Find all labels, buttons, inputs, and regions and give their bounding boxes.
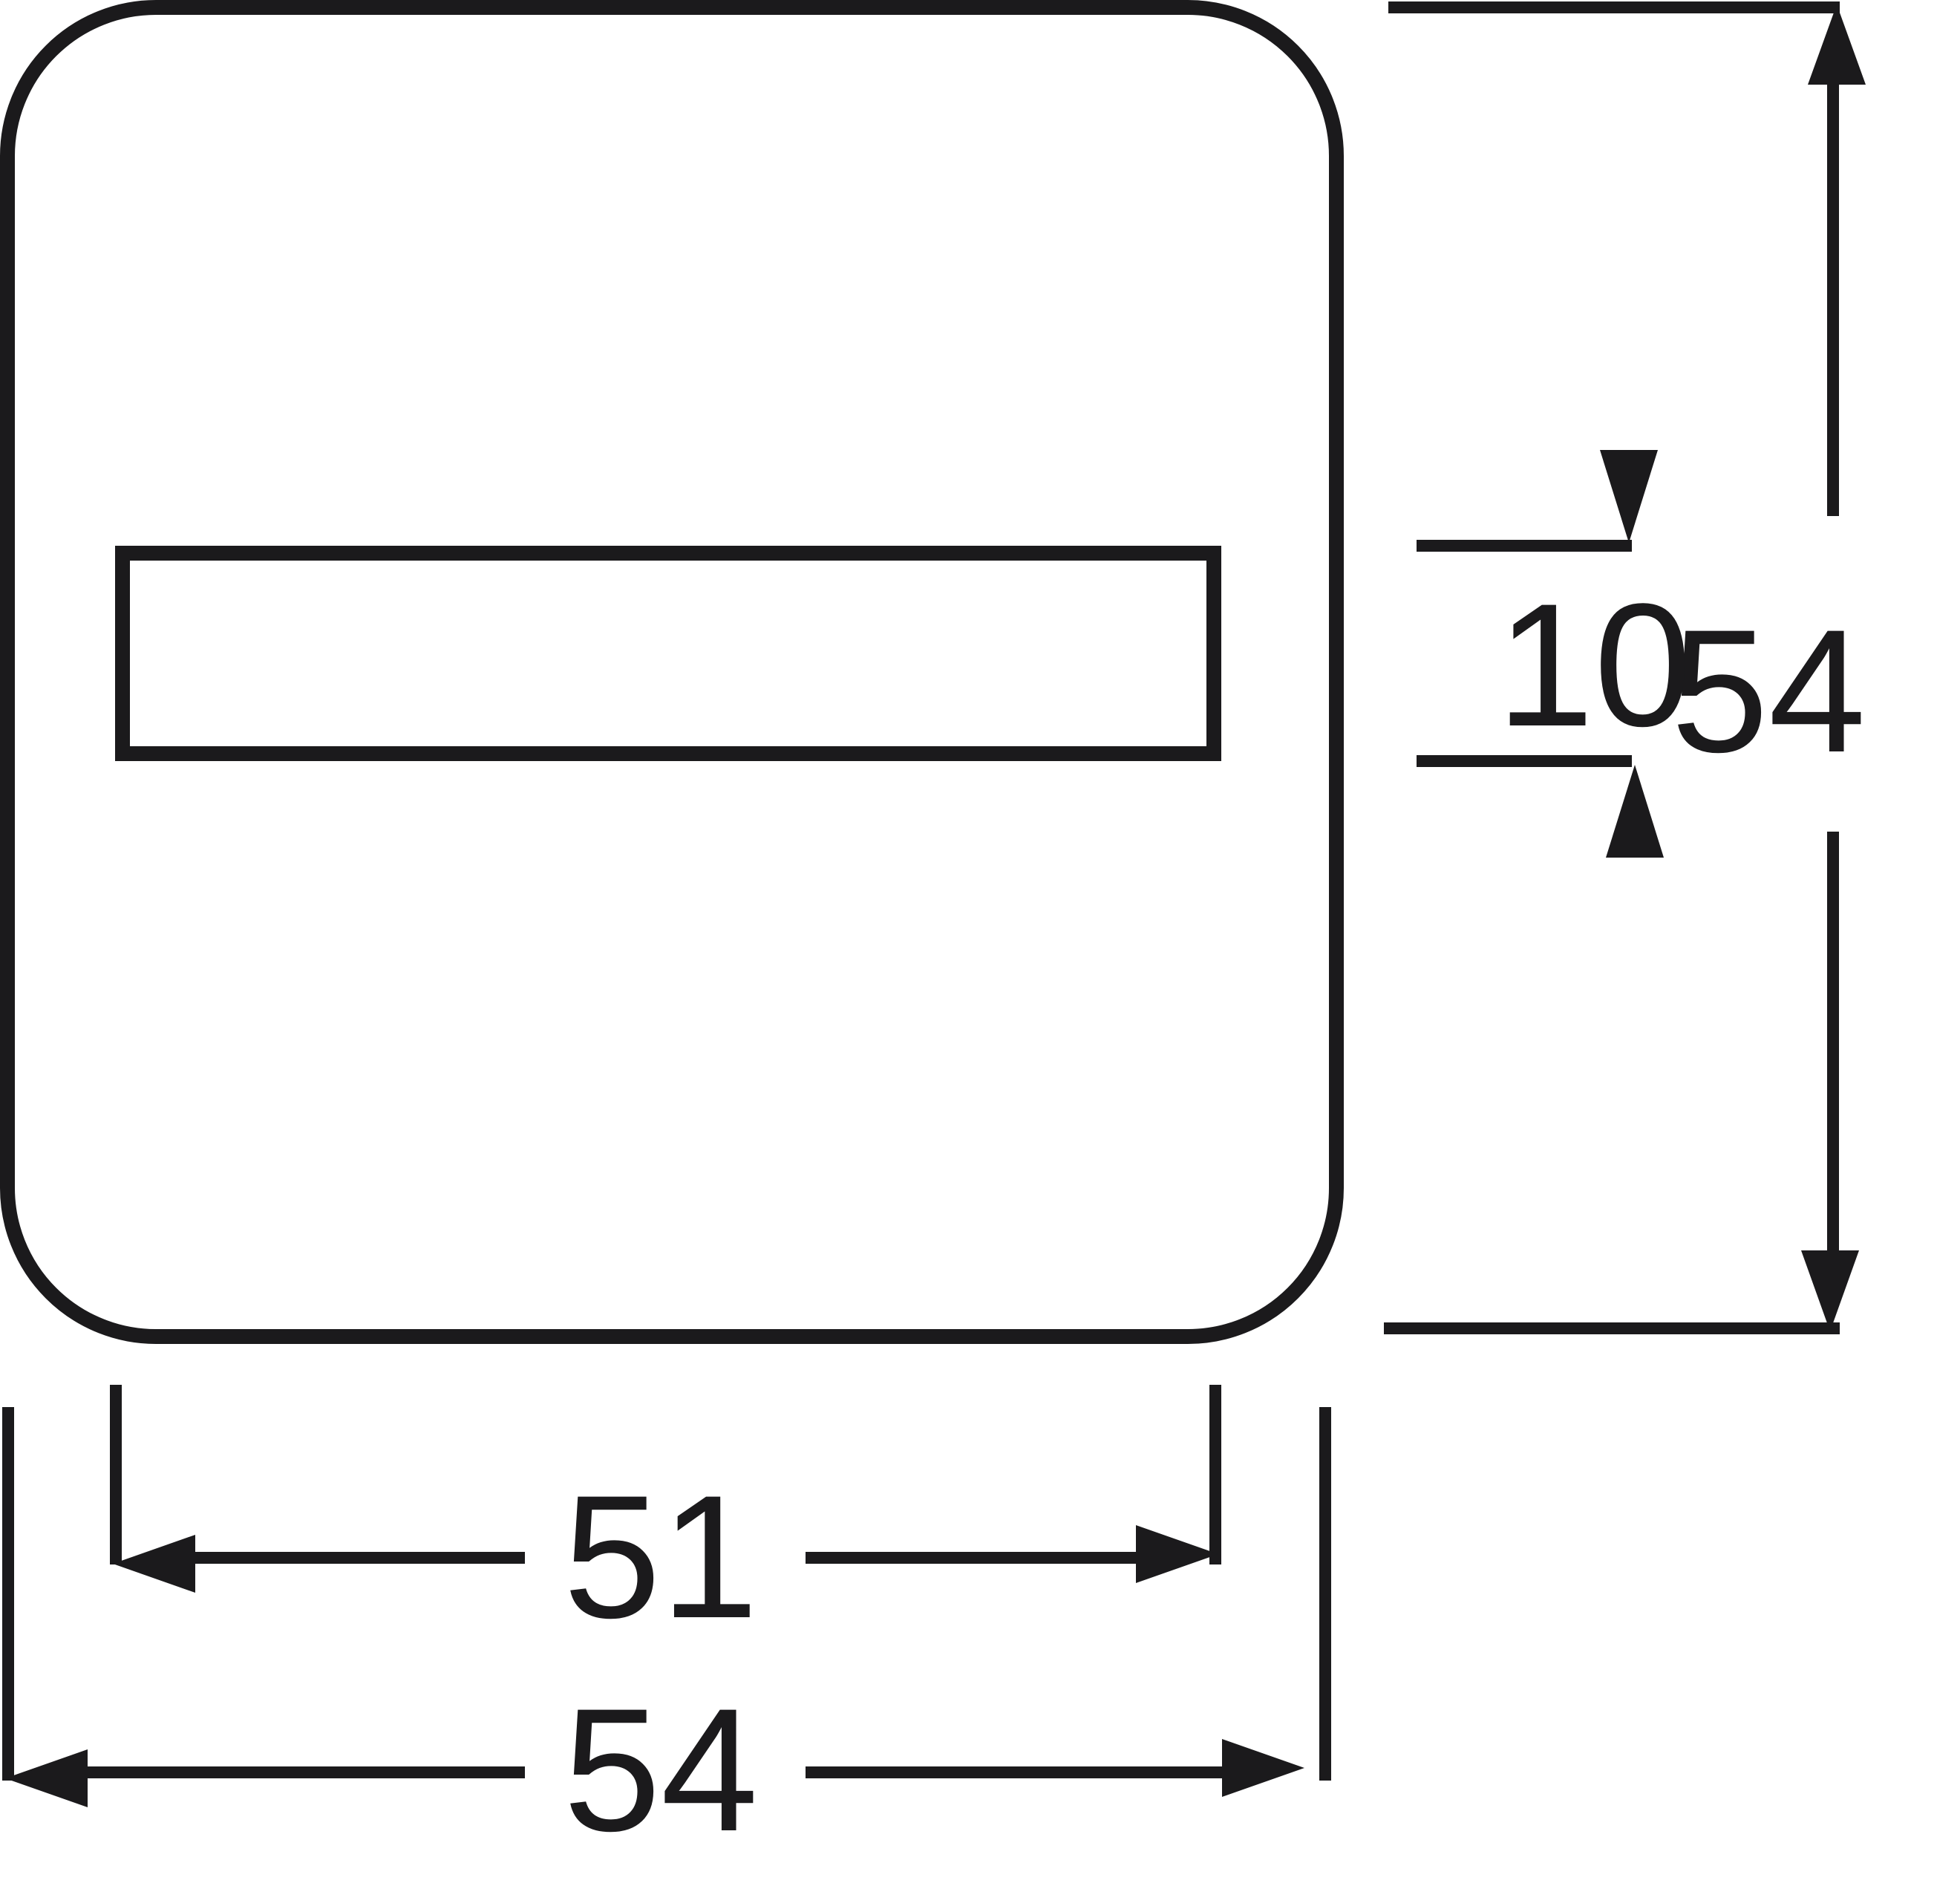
dimension-window-height: 10 (1417, 450, 1691, 858)
arrowhead-right (1222, 1739, 1304, 1797)
arrowhead-down-pointing-to-window-top (1600, 450, 1658, 543)
arrowhead-down (1801, 1250, 1859, 1331)
arrowhead-right (1136, 1525, 1218, 1583)
dimension-label-overall-height: 54 (1671, 593, 1866, 789)
arrowhead-left (113, 1535, 195, 1593)
arrowhead-left (5, 1749, 88, 1807)
dimension-overall-width: 54 (2, 1407, 1331, 1868)
arrowhead-up (1808, 4, 1866, 85)
dimension-label-window-height: 10 (1497, 567, 1692, 763)
dimension-overall-height: 54 (1384, 1, 1866, 1334)
arrowhead-up-pointing-to-window-bottom (1606, 765, 1664, 858)
outer-plate-outline (0, 0, 1344, 1344)
dimension-label-window-width: 51 (564, 1459, 759, 1655)
dimension-window-width: 51 (110, 1385, 1221, 1655)
inner-window-outline (115, 546, 1221, 761)
dimension-label-overall-width: 54 (564, 1672, 759, 1868)
